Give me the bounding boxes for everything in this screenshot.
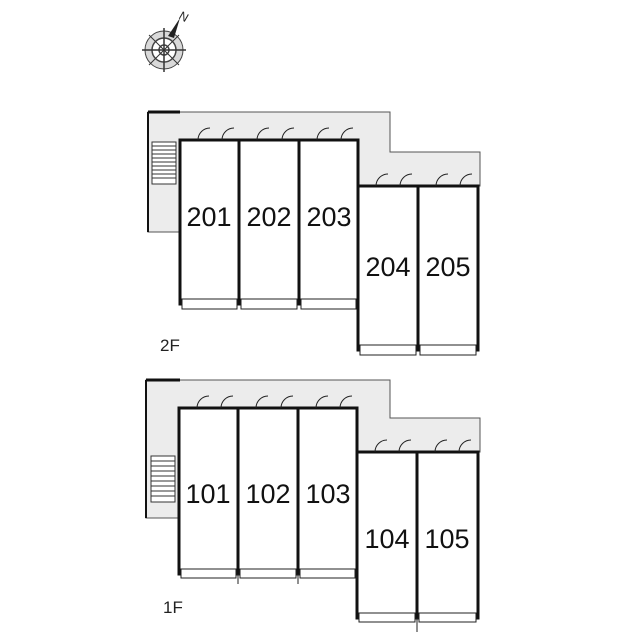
unit-number: 202 <box>246 202 291 232</box>
unit-number: 103 <box>305 479 350 509</box>
unit-number: 201 <box>186 202 231 232</box>
unit-number: 105 <box>424 524 469 554</box>
unit-number: 203 <box>306 202 351 232</box>
unit-number: 101 <box>185 479 230 509</box>
floor-label: 2F <box>160 336 180 355</box>
unit-103: 103 <box>296 395 359 584</box>
north-compass-icon: N <box>142 8 191 72</box>
floor-2f-plan: 201 202 203 204 <box>147 110 481 356</box>
staircase-1f <box>150 455 176 503</box>
unit-202: 202 <box>237 127 301 310</box>
unit-number: 205 <box>425 252 470 282</box>
unit-number: 102 <box>245 479 290 509</box>
north-label: N <box>177 8 192 24</box>
unit-203: 203 <box>297 127 360 310</box>
unit-201: 201 <box>178 127 241 310</box>
unit-number: 204 <box>365 252 410 282</box>
unit-104: 104 <box>355 439 419 623</box>
unit-204: 204 <box>356 173 420 356</box>
unit-105: 105 <box>415 439 480 632</box>
unit-number: 104 <box>364 524 409 554</box>
floor-label: 1F <box>163 598 183 617</box>
staircase-2f <box>151 141 177 185</box>
unit-205: 205 <box>416 173 480 356</box>
floor-1f-plan: 101 102 103 104 <box>145 378 481 632</box>
unit-102: 102 <box>236 395 300 584</box>
unit-101: 101 <box>177 395 240 579</box>
